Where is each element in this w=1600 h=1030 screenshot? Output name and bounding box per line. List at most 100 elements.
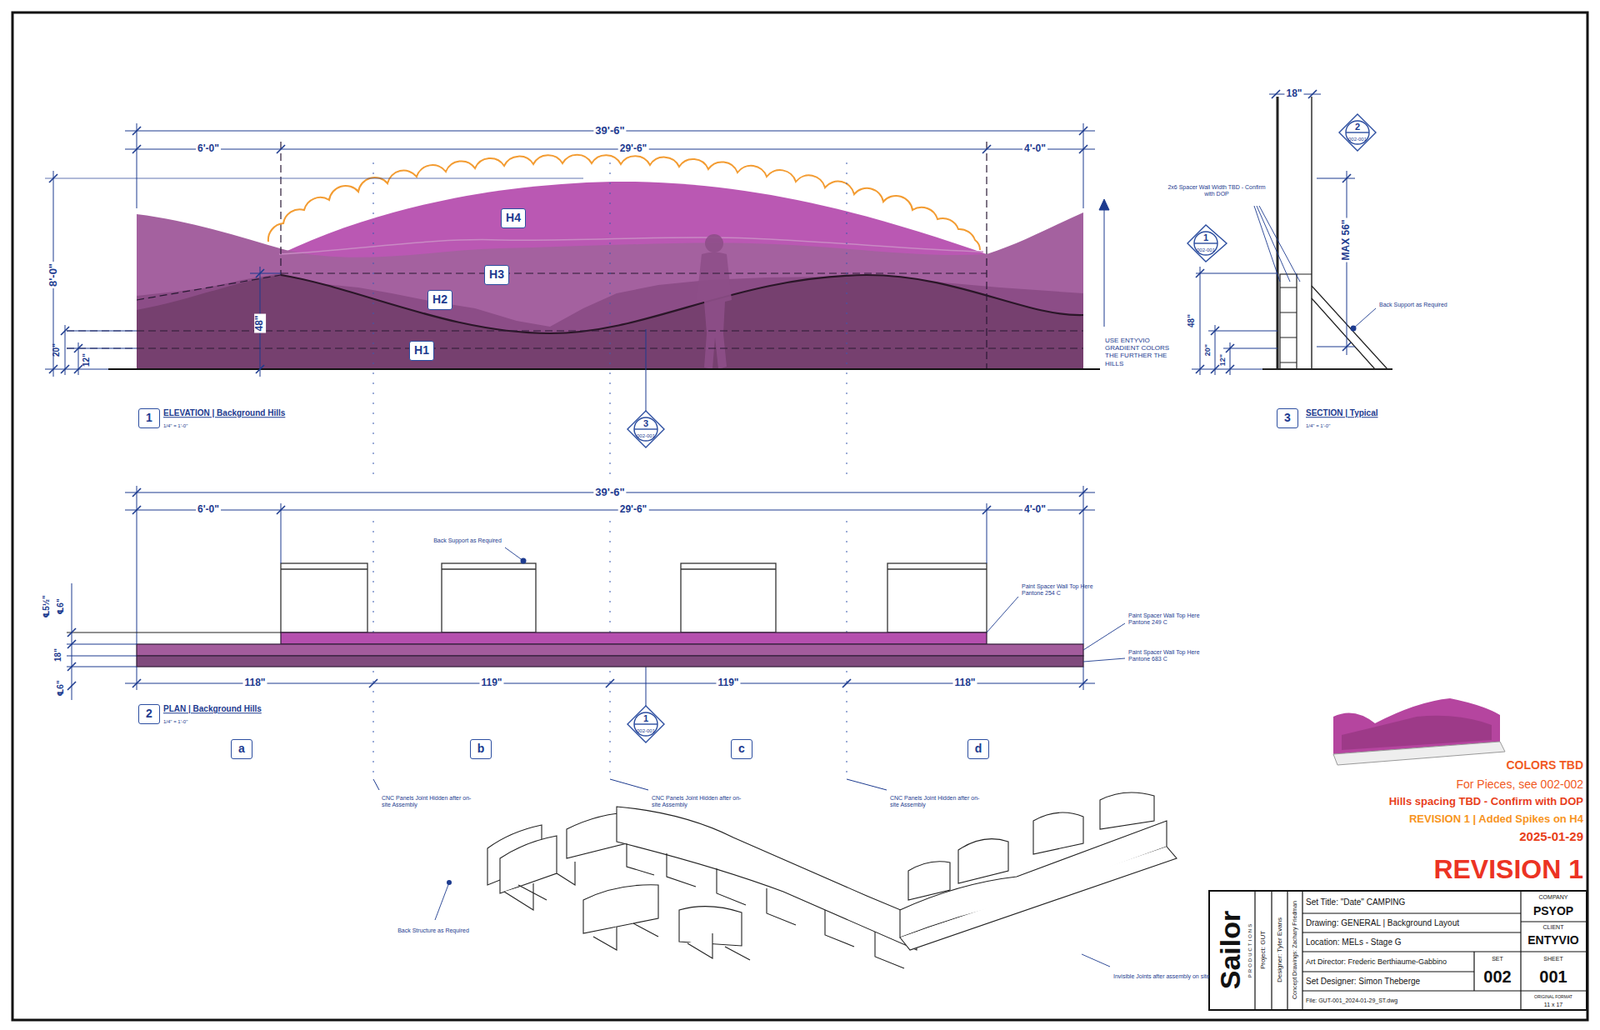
label-box: H3: [484, 265, 510, 285]
leader-line: [645, 329, 647, 411]
dimension-line: [66, 644, 137, 645]
annotation-text: 1: [1203, 232, 1209, 244]
annotation-text: USE ENTYVIO GRADIENT COLORS THE FURTHER …: [1105, 336, 1170, 368]
leader-line: [505, 547, 1125, 662]
annotation-text: 119": [715, 677, 740, 690]
label-text: H2: [432, 293, 448, 306]
dimension-tick: [132, 145, 141, 154]
dimension-tick: [60, 365, 70, 374]
label-box: d: [967, 739, 990, 760]
back-support-frame: [680, 563, 776, 633]
dimension-text: 20": [51, 343, 62, 357]
leader-dot: [446, 880, 452, 885]
leader-line: [1254, 205, 1376, 329]
isometric-structure: [908, 861, 950, 900]
dimension-text: MAX 56": [1340, 217, 1353, 262]
leader-line: [1259, 205, 1300, 282]
annotation-text: 002-001: [1196, 247, 1215, 254]
annotation-text: CNC Panels Joint Hidden after on-site As…: [651, 795, 744, 809]
dimension-tick: [276, 145, 285, 154]
annotation-text: PLAN | Background Hills: [163, 704, 262, 715]
isometric-structure: [583, 885, 659, 934]
sheet-border: [12, 12, 1588, 1020]
label-text: H1: [414, 344, 430, 357]
section-marker: [1194, 231, 1218, 255]
title-block-grid: [1520, 890, 1521, 1010]
leader-line: [373, 329, 887, 790]
annotation-text: 2x6 Spacer Wall Width TBD - Confirm with…: [1166, 184, 1267, 198]
section-structure: [1280, 274, 1297, 370]
ground-line: [108, 368, 1100, 370]
section-marker: [627, 410, 665, 448]
section-marker: [634, 723, 658, 725]
dimension-tick: [132, 679, 141, 688]
isometric-structure: [687, 933, 750, 960]
annotation-text: Paint Spacer Wall Top Here Pantone 683 C: [1128, 649, 1219, 663]
dimension-line: [986, 503, 988, 564]
spacer-wall-band: [136, 632, 1084, 667]
isometric-structure: [626, 843, 905, 969]
dimension-tick: [1079, 488, 1088, 497]
leader-line: [846, 779, 887, 790]
title-block-grid: [1302, 912, 1521, 914]
annotation-text: Hills spacing TBD - Confirm with DOP: [1389, 795, 1584, 809]
isometric-structure: [900, 846, 1177, 950]
dimension-text: Concept Drawings: Zachary Friedman: [1291, 900, 1299, 1000]
annotation-text: Back Structure as Required: [397, 927, 470, 935]
annotation-text: Set Designer: Simon Theberge: [1305, 976, 1420, 987]
title-block-grid: [1520, 920, 1587, 922]
label-box: a: [230, 739, 253, 760]
dimension-tick: [1195, 365, 1205, 374]
leader-dot: [520, 558, 527, 565]
annotation-text: CNC Panels Joint Hidden after on-site As…: [381, 795, 474, 809]
section-marker: [634, 712, 658, 736]
annotation-text: 39'-6": [593, 125, 626, 138]
annotation-text: 118": [952, 677, 977, 690]
dimension-tick: [67, 488, 1088, 690]
annotation-text: 1/4" = 1'-0": [1305, 423, 1330, 430]
annotation-text: 002: [1483, 967, 1511, 987]
spacer-wall-band: [136, 644, 1084, 656]
label-box: H1: [409, 340, 435, 361]
section-structure: [1311, 285, 1388, 370]
back-support-frame: [280, 563, 368, 633]
leader-dot: [1350, 325, 1357, 332]
annotation-text: 6'-0": [195, 504, 221, 516]
dimension-tick: [842, 679, 851, 688]
dimension-tick: [49, 174, 58, 183]
person-silhouette: [696, 252, 732, 370]
dimension-line: [66, 632, 281, 634]
annotation-text: COLORS TBD: [1505, 758, 1584, 772]
section-structure: [1262, 96, 1393, 370]
dimension-tick: [605, 679, 615, 688]
dimension-line: [66, 330, 137, 332]
label-box: 1: [138, 408, 160, 429]
annotation-text: Art Director: Frederic Berthiaume-Gabbin…: [1305, 957, 1447, 966]
hill-illustration: [280, 275, 1084, 334]
annotation-text: 2: [1355, 121, 1360, 133]
annotation-text: 118": [242, 677, 267, 690]
label-text: b: [477, 742, 485, 755]
dimension-line: [1346, 170, 1348, 355]
dimension-tick: [1079, 505, 1088, 515]
label-text: H4: [505, 211, 521, 225]
annotation-text: 1/4" = 1'-0": [163, 719, 188, 725]
dimension-line: [136, 666, 138, 690]
dimension-text: 12": [1218, 354, 1227, 366]
annotation-text: SHEET: [1543, 955, 1563, 963]
annotation-text: 1/4" = 1'-0": [163, 423, 188, 430]
annotation-text: 39'-6": [593, 486, 626, 500]
isometric-structure: [1033, 812, 1084, 855]
annotation-text: Paint Spacer Wall Top Here Pantone 249 C: [1128, 612, 1219, 626]
back-support-frame: [280, 568, 368, 570]
leader-line: [435, 882, 450, 920]
joint-centerline: [373, 162, 375, 480]
person-silhouette: [705, 234, 724, 253]
dimension-line: [45, 178, 584, 180]
dimension-text: Designer: Tyler Evans: [1275, 917, 1284, 983]
dimension-tick: [1225, 365, 1235, 374]
section-marker: [1345, 120, 1370, 145]
